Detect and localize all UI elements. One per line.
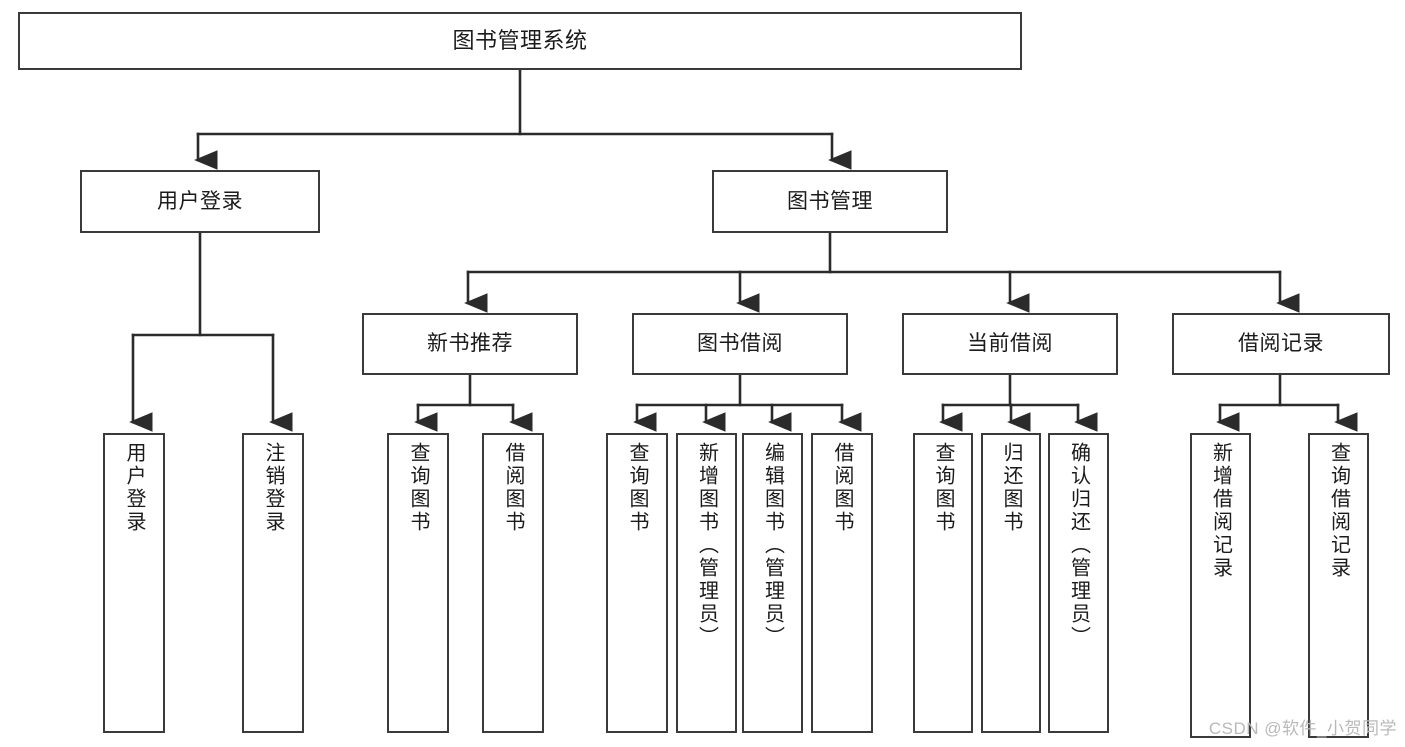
leaf-add-record-label: 新增借阅记录 [1209, 442, 1232, 580]
leaf-borrow-book-2-label: 借阅图书 [831, 442, 853, 534]
leaf-borrow-book-1[interactable]: 借阅图书 [482, 433, 544, 733]
leaf-borrow-book-2[interactable]: 借阅图书 [811, 433, 873, 733]
node-current-borrow-label: 当前借阅 [967, 332, 1053, 356]
leaf-user-login-label: 用户登录 [123, 442, 145, 534]
node-borrow-record[interactable]: 借阅记录 [1172, 313, 1390, 375]
leaf-add-book-label: 新增图书（管理员） [695, 442, 718, 649]
node-borrow-record-label: 借阅记录 [1238, 332, 1324, 356]
leaf-query-record[interactable]: 查询借阅记录 [1308, 433, 1369, 738]
leaf-query-book-2[interactable]: 查询图书 [606, 433, 668, 733]
leaf-query-book-1[interactable]: 查询图书 [387, 433, 449, 733]
node-root[interactable]: 图书管理系统 [18, 12, 1022, 70]
leaf-logout[interactable]: 注销登录 [242, 433, 304, 733]
node-user-login-label: 用户登录 [157, 189, 243, 213]
node-current-borrow[interactable]: 当前借阅 [902, 313, 1118, 375]
watermark-text: CSDN @软件_小贺同学 [1208, 719, 1397, 738]
node-new-book-recommend[interactable]: 新书推荐 [362, 313, 578, 375]
leaf-borrow-book-1-label: 借阅图书 [502, 442, 524, 534]
leaf-return-book-label: 归还图书 [1000, 442, 1022, 534]
leaf-query-book-3-label: 查询图书 [932, 442, 954, 534]
leaf-add-book[interactable]: 新增图书（管理员） [676, 433, 737, 733]
node-new-book-recommend-label: 新书推荐 [427, 332, 513, 356]
leaf-confirm-return-label: 确认归还（管理员） [1067, 442, 1090, 649]
leaf-edit-book[interactable]: 编辑图书（管理员） [742, 433, 803, 733]
leaf-query-book-2-label: 查询图书 [626, 442, 648, 534]
node-book-borrow-label: 图书借阅 [697, 332, 783, 356]
leaf-logout-label: 注销登录 [262, 442, 284, 534]
node-book-borrow[interactable]: 图书借阅 [632, 313, 848, 375]
node-user-login[interactable]: 用户登录 [80, 170, 320, 233]
leaf-confirm-return[interactable]: 确认归还（管理员） [1048, 433, 1109, 733]
node-book-manage-label: 图书管理 [787, 189, 873, 213]
node-book-manage[interactable]: 图书管理 [712, 170, 948, 233]
leaf-return-book[interactable]: 归还图书 [981, 433, 1041, 733]
leaf-query-book-1-label: 查询图书 [407, 442, 429, 534]
leaf-edit-book-label: 编辑图书（管理员） [761, 442, 784, 649]
leaf-user-login[interactable]: 用户登录 [103, 433, 165, 733]
leaf-add-record[interactable]: 新增借阅记录 [1190, 433, 1251, 738]
node-root-label: 图书管理系统 [452, 27, 588, 53]
leaf-query-book-3[interactable]: 查询图书 [913, 433, 973, 733]
leaf-query-record-label: 查询借阅记录 [1327, 442, 1350, 580]
